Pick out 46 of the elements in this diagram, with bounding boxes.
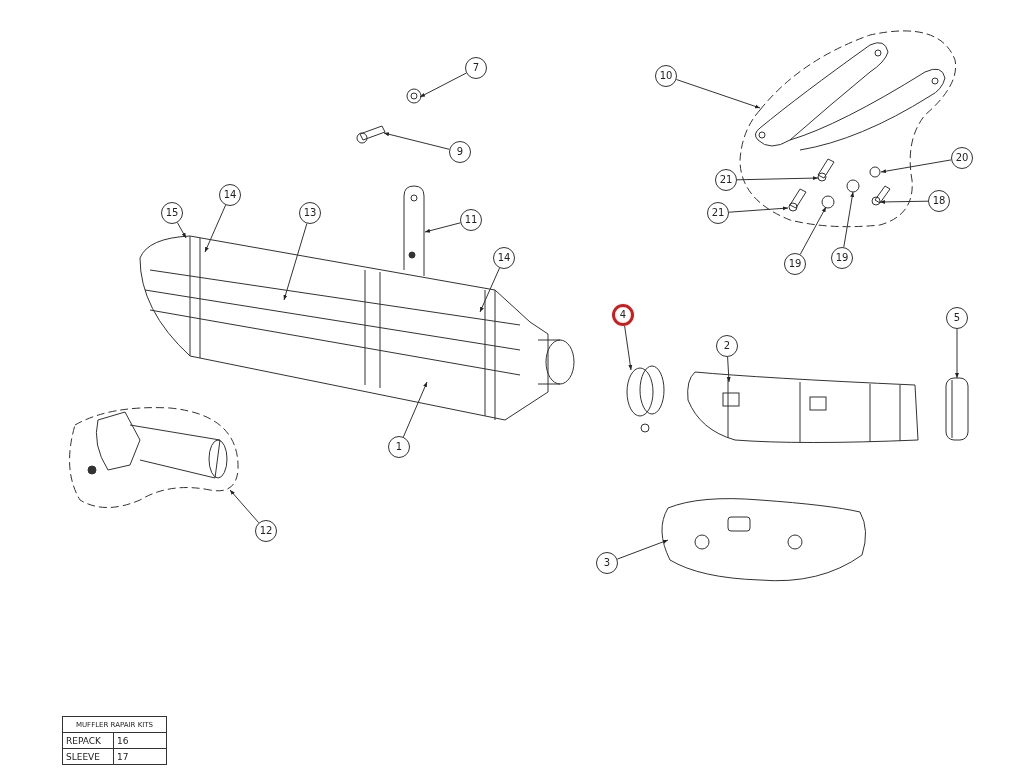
- leader-line: [736, 176, 819, 181]
- table-cell: SLEEVE: [62, 748, 114, 765]
- callout-number: 1: [388, 436, 410, 458]
- leader-line: [479, 267, 500, 313]
- callout-number: 3: [596, 552, 618, 574]
- callout-number: 14: [493, 247, 515, 269]
- sleeve-drawing: [945, 377, 969, 441]
- callout-number: 20: [951, 147, 973, 169]
- callout-number: 5: [946, 307, 968, 329]
- leader-line: [799, 206, 827, 255]
- leader-line: [402, 381, 428, 438]
- leader-line: [424, 222, 461, 233]
- leader-line: [955, 328, 959, 379]
- callout-number: 19: [784, 253, 806, 275]
- leader-line: [879, 199, 929, 204]
- leader-line: [283, 223, 308, 301]
- callout-number: 15: [161, 202, 183, 224]
- leader-line: [624, 325, 633, 371]
- leader-line: [616, 539, 669, 560]
- callout-number: 21: [707, 202, 729, 224]
- leader-line: [204, 204, 227, 253]
- table-cell: 16: [113, 732, 167, 749]
- leader-line: [419, 72, 467, 98]
- leader-line: [176, 222, 187, 239]
- leader-line: [728, 206, 789, 213]
- table-cell: 17: [113, 748, 167, 765]
- callout-number: 19: [831, 247, 853, 269]
- leader-line: [383, 132, 450, 150]
- leader-line: [843, 191, 855, 248]
- bolt-drawing: [356, 125, 386, 144]
- callout-number: 21: [715, 169, 737, 191]
- callout-number: 10: [655, 65, 677, 87]
- callout-number: 7: [465, 57, 487, 79]
- callout-number: 13: [299, 202, 321, 224]
- callout-number: 11: [460, 209, 482, 231]
- callout-number: 14: [219, 184, 241, 206]
- leader-line: [726, 356, 731, 383]
- callout-number: 12: [255, 520, 277, 542]
- leader-line: [229, 489, 260, 524]
- leader-line: [675, 79, 761, 109]
- callout-number: 2: [716, 335, 738, 357]
- callout-number: 18: [928, 190, 950, 212]
- callout-number: 9: [449, 141, 471, 163]
- callout-number: 4: [612, 304, 634, 326]
- leader-line: [880, 159, 952, 174]
- table-cell: REPACK: [62, 732, 114, 749]
